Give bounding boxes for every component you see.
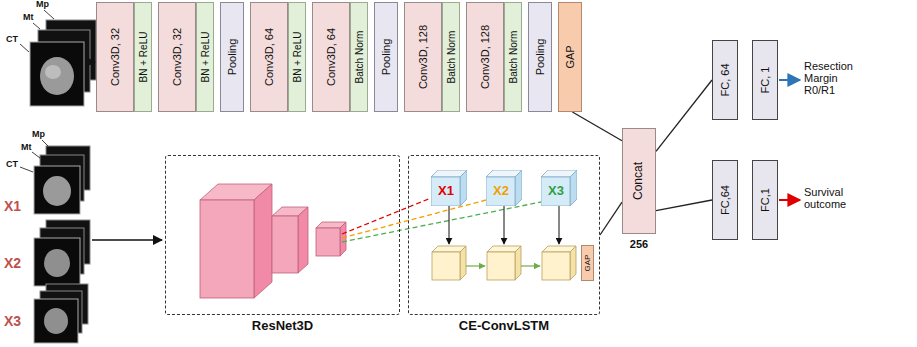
box-label: GAP <box>564 45 576 68</box>
box-label: Concat <box>632 162 645 200</box>
box-label: X3 <box>548 184 564 198</box>
layer-box: Pooling <box>220 2 244 112</box>
layer-box: Batch Norm <box>442 2 460 112</box>
box-label: Conv3D, 128 <box>479 25 491 89</box>
box-label: Conv3D, 32 <box>109 28 121 86</box>
feature-cube: X3 <box>541 170 577 206</box>
dimension-label: 256 <box>630 238 648 250</box>
layer-box: GAP <box>581 245 594 281</box>
box-label: BN + ReLU <box>138 32 149 83</box>
connector <box>600 202 622 235</box>
ct-stack <box>34 220 90 286</box>
input-label: X2 <box>4 256 21 271</box>
layer-box: Conv3D, 128 <box>404 2 442 112</box>
layer-box: Concat256 <box>622 128 656 234</box>
box-label: FC,64 <box>719 185 731 215</box>
layer-box: GAP <box>558 2 582 112</box>
box-label: FC, 64 <box>719 63 731 96</box>
layer-box: Batch Norm <box>350 2 368 112</box>
layer-box: FC,1 <box>752 160 778 240</box>
connector <box>656 80 712 151</box>
box-label: ResNet3D <box>252 319 313 333</box>
connector <box>572 112 622 141</box>
box-label: FC, 1 <box>759 67 771 94</box>
input-label: X1 <box>4 199 21 214</box>
lstm-cells <box>432 246 576 280</box>
box-label: Batch Norm <box>508 31 519 84</box>
output-label: Resection Margin R0/R1 <box>804 60 866 96</box>
ct-stack <box>20 10 96 106</box>
feature-cube: X2 <box>486 170 522 206</box>
box-label: GAP <box>583 255 592 272</box>
box-label: Conv3D, 64 <box>325 28 337 86</box>
layer-box: FC, 64 <box>712 40 738 120</box>
layer-box: BN + ReLU <box>288 2 306 112</box>
output-label: Survival outcome <box>804 186 866 210</box>
box-label: Batch Norm <box>354 31 365 84</box>
layer-box: Conv3D, 32 <box>96 2 134 112</box>
ct-stack <box>20 140 90 214</box>
layer-box: BN + ReLU <box>196 2 214 112</box>
box-label: Pooling <box>534 39 546 76</box>
box-label: FC,1 <box>759 188 771 212</box>
box-label: Conv3D, 32 <box>171 28 183 86</box>
layer-box: FC, 1 <box>752 40 778 120</box>
layer-box: Pooling <box>374 2 398 112</box>
layer-box: Conv3D, 64 <box>312 2 350 112</box>
box-label: BN + ReLU <box>200 32 211 83</box>
box-label: CE-ConvLSTM <box>459 319 549 333</box>
channel-label: Mp <box>32 130 45 140</box>
layer-box: BN + ReLU <box>134 2 152 112</box>
box-label: Conv3D, 64 <box>263 28 275 86</box>
channel-label: Mt <box>23 13 34 23</box>
channel-label: Mt <box>21 143 32 153</box>
module-group: ResNet3D <box>165 155 400 315</box>
layer-box: Conv3D, 64 <box>250 2 288 112</box>
feature-cube: X1 <box>431 170 467 206</box>
ct-stack <box>34 284 88 343</box>
layer-box: Conv3D, 128 <box>466 2 504 112</box>
channel-label: Mp <box>36 0 49 10</box>
box-label: BN + ReLU <box>292 32 303 83</box>
input-label: X3 <box>4 314 21 329</box>
box-label: Pooling <box>380 39 392 76</box>
channel-label: CT <box>6 160 18 170</box>
module-group: CE-ConvLSTMX1X2X3GAP <box>408 155 600 315</box>
box-label: X1 <box>438 184 454 198</box>
resnet-blocks <box>200 184 346 298</box>
layer-box: FC,64 <box>712 160 738 240</box>
box-label: Pooling <box>226 39 238 76</box>
layer-box: Batch Norm <box>504 2 522 112</box>
channel-label: CT <box>6 35 18 45</box>
box-label: Conv3D, 128 <box>417 25 429 89</box>
box-label: X2 <box>493 184 509 198</box>
layer-box: Pooling <box>528 2 552 112</box>
layer-box: Conv3D, 32 <box>158 2 196 112</box>
connector <box>656 200 712 211</box>
box-label: Batch Norm <box>446 31 457 84</box>
